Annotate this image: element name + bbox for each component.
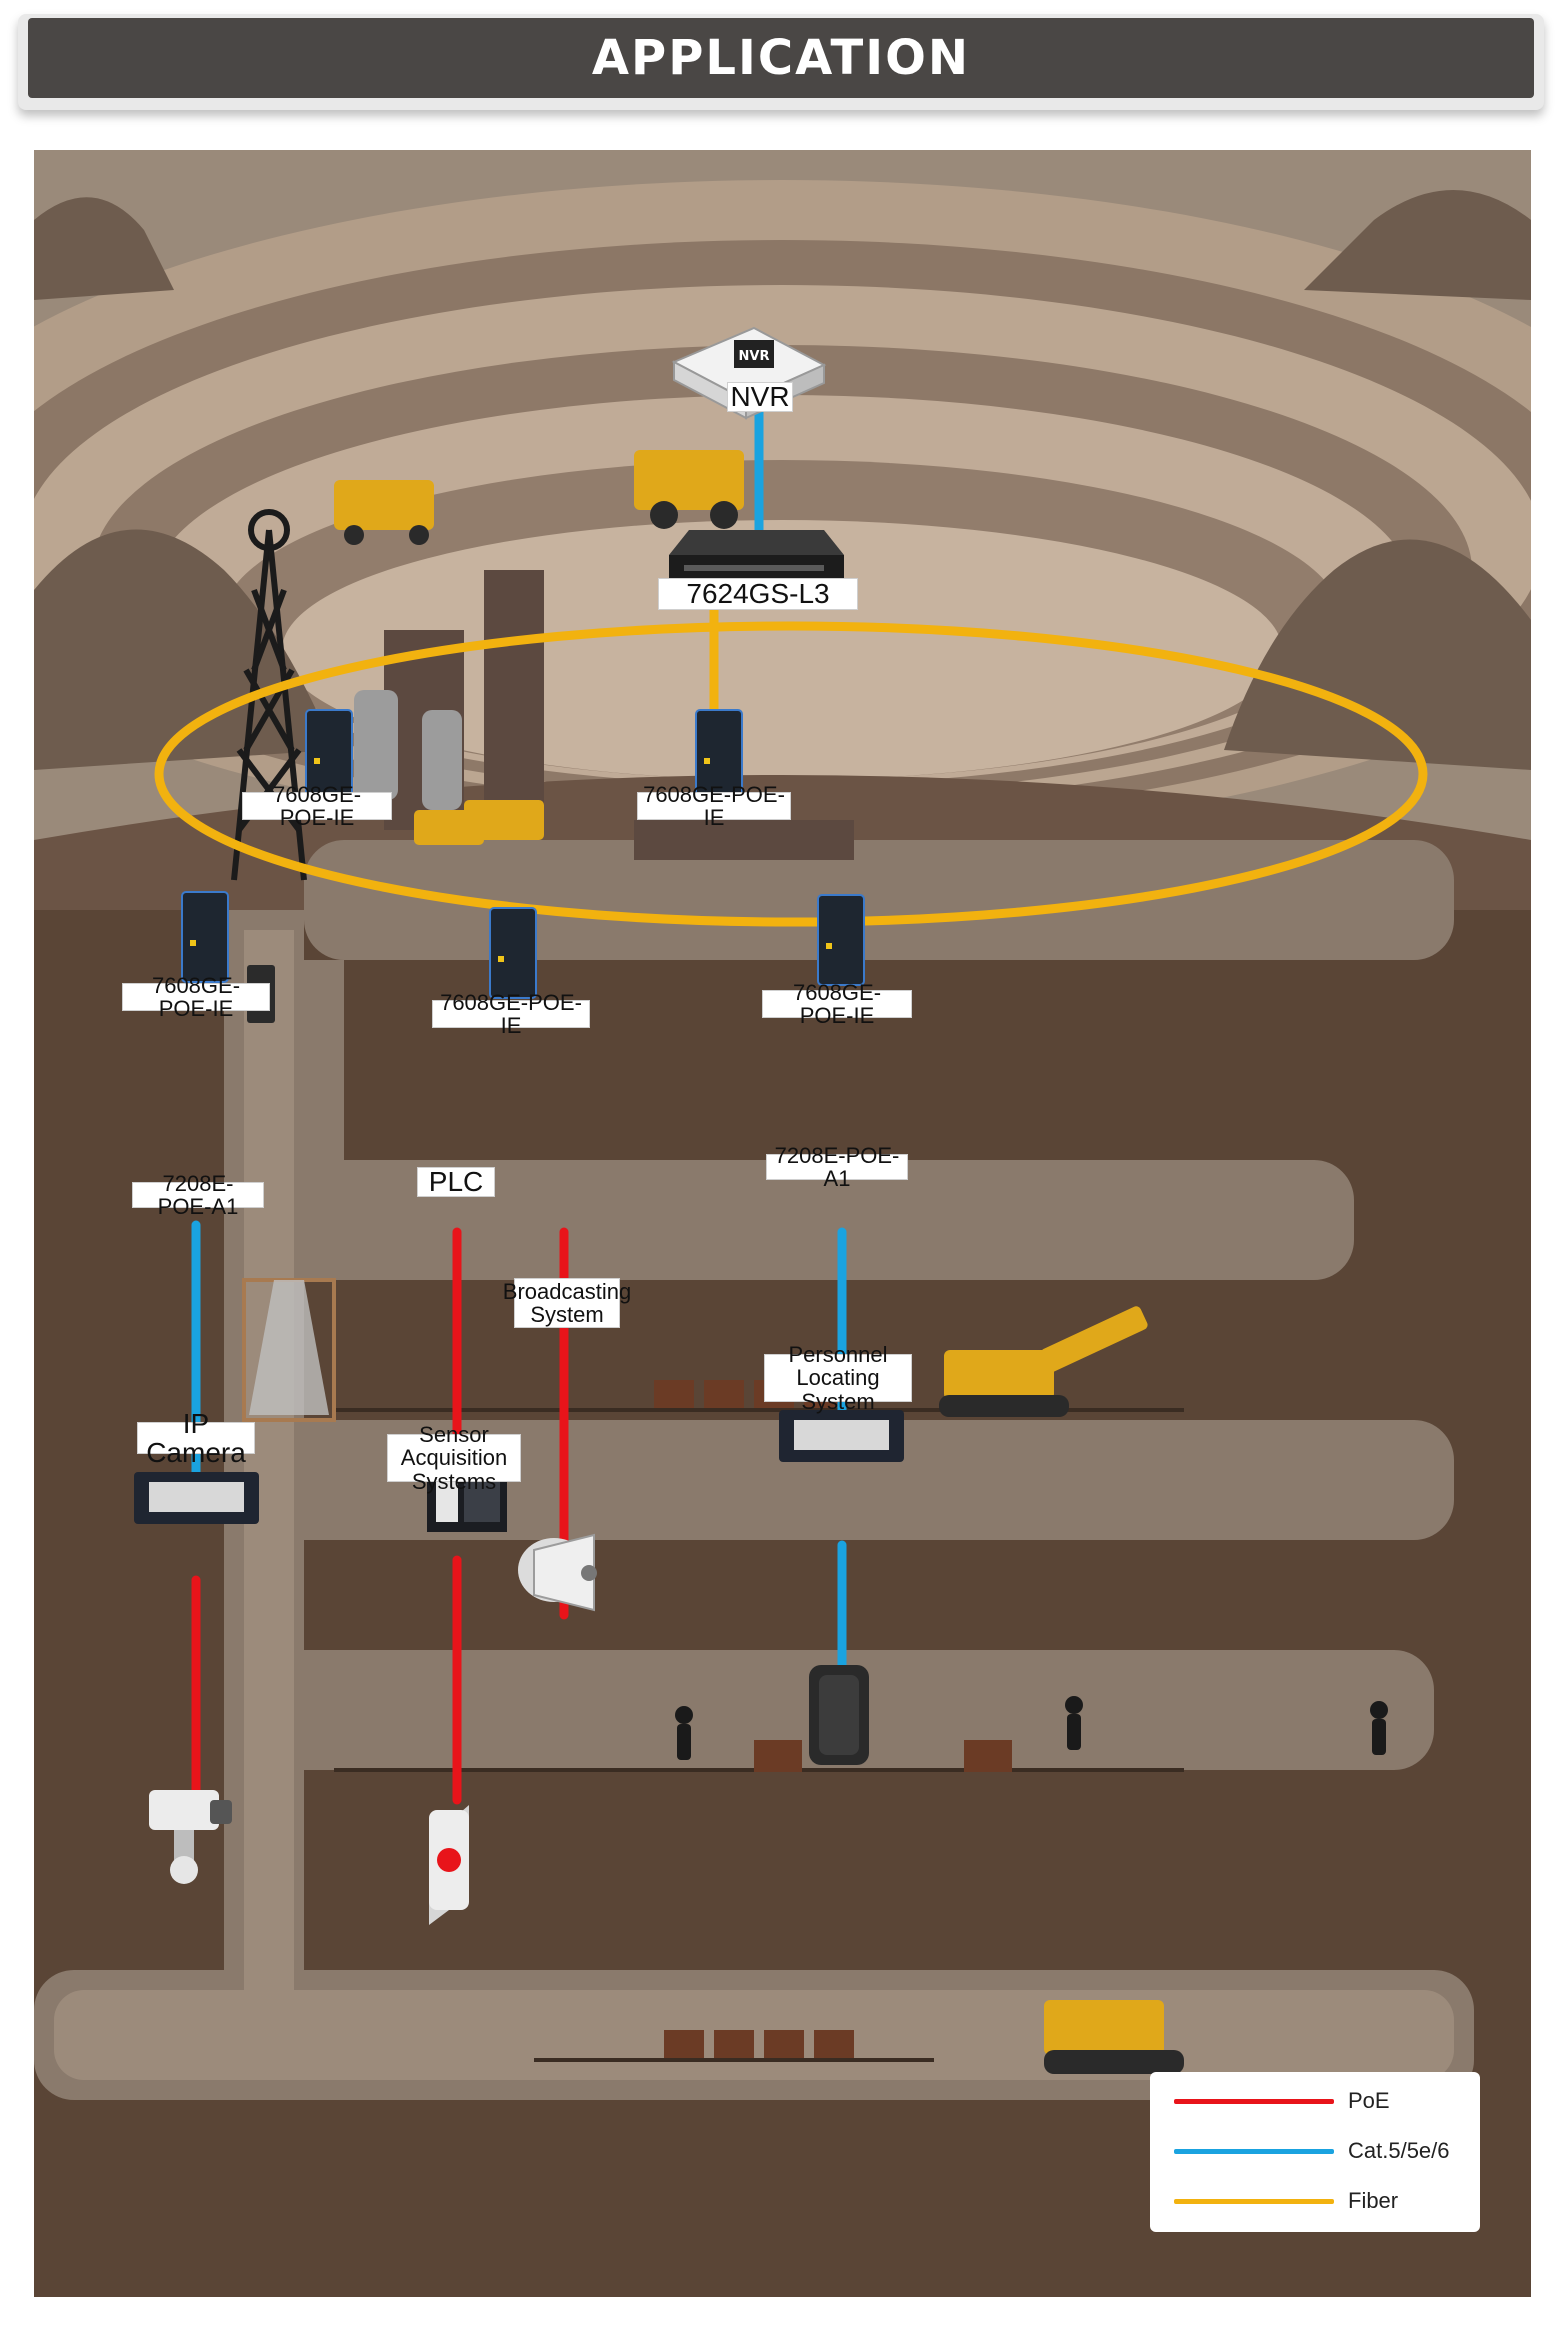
broadcasting-label: Broadcasting System [503,1278,631,1328]
legend-swatch-poe [1174,2098,1334,2104]
legend: PoE Cat.5/5e/6 Fiber [1150,2072,1480,2232]
mine-application-diagram: NVR [34,150,1531,2297]
legend-item-fiber: Fiber [1174,2188,1398,2214]
svg-text:NVR: NVR [739,349,770,364]
legend-label-poe: PoE [1348,2088,1390,2113]
poe-switch-left-label: 7208E-POE-A1 [132,1172,264,1218]
personnel-label: Personnel Locating System [764,1343,912,1413]
personnel-label-line2: System [801,1388,875,1414]
nvr-label: NVR [727,382,793,412]
ring-switch-top-left-label: 7608GE-POE-IE [242,783,392,829]
sensor-label-line1: Sensor Acquisition [400,1422,508,1471]
header-bar: APPLICATION [28,18,1534,98]
legend-swatch-cat [1174,2148,1334,2154]
legend-swatch-fiber [1174,2198,1334,2204]
personnel-label-line1: Personnel Locating [788,1342,888,1391]
page-title: APPLICATION [591,30,971,86]
sensor-label: Sensor Acquisition Systems [387,1423,521,1493]
legend-label-cat: Cat.5/5e/6 [1348,2138,1450,2163]
ring-switch-right-label: 7608GE-POE-IE [762,981,912,1027]
legend-item-cat: Cat.5/5e/6 [1174,2138,1450,2164]
header-card: APPLICATION [18,14,1544,110]
legend-item-poe: PoE [1174,2088,1390,2114]
legend-label-fiber: Fiber [1348,2188,1399,2213]
core-switch-label: 7624GS-L3 [658,578,858,610]
ip-camera-label: IP Camera [137,1408,255,1467]
plc-label: PLC [417,1167,495,1197]
ring-switch-top-right-label: 7608GE-POE-IE [637,783,791,829]
broadcasting-label-line2: System [530,1302,604,1327]
poe-switch-right-label: 7208E-POE-A1 [766,1144,908,1190]
ring-switch-left-label: 7608GE-POE-IE [122,974,270,1020]
mine-background: NVR [34,150,1531,2297]
broadcasting-label-line1: Broadcasting [502,1278,632,1304]
ring-switch-center-label: 7608GE-POE-IE [432,991,590,1037]
sensor-label-line2: Systems [411,1468,497,1494]
